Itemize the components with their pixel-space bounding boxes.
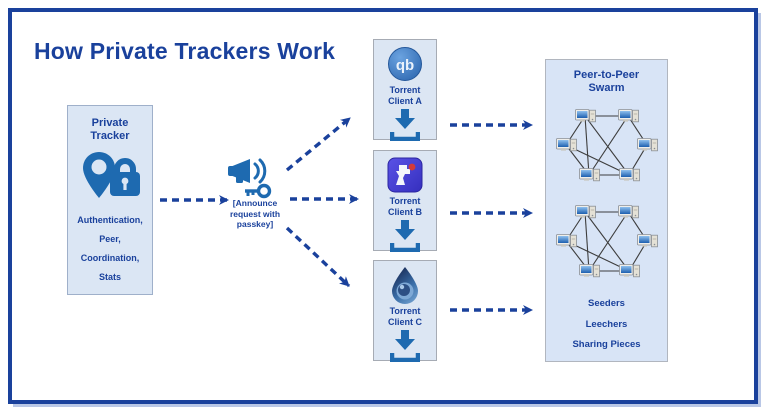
torrent-client-c-box: Torrent Client C — [373, 260, 437, 361]
download-icon — [390, 219, 420, 257]
client-b-label: Torrent Client B — [387, 196, 422, 217]
private-tracker-title: Private Tracker — [90, 117, 130, 142]
tracker-feature: Peer, — [99, 234, 121, 244]
torrent-client-a-box: qb Torrent Client A — [373, 39, 437, 140]
tracker-feature: Stats — [98, 272, 121, 282]
private-tracker-box: Private Tracker Authentication, Peer, Co… — [67, 105, 153, 295]
download-icon — [390, 108, 420, 146]
deluge-drop-logo-icon — [388, 267, 422, 304]
swarm-label: Leechers — [585, 318, 628, 330]
swarm-label: Sharing Pieces — [572, 339, 641, 350]
announce-label: [Announce request with passkey] — [229, 198, 281, 229]
qbittorrent-logo-icon: qb — [387, 46, 423, 82]
peer-network-cluster-1 — [549, 102, 664, 190]
download-icon — [390, 329, 420, 367]
page-title: How Private Trackers Work — [34, 38, 336, 64]
qb-logo-text: qb — [396, 57, 414, 74]
swarm-label: Seeders — [588, 298, 625, 309]
tracker-feature: Authentication, — [77, 215, 143, 225]
torrent-client-b-logo-icon — [387, 157, 423, 193]
location-pin-lock-icon — [68, 150, 152, 209]
p2p-swarm-box: Peer-to-Peer Swarm Seeders Leechers Shar… — [545, 59, 668, 362]
swarm-label-list: Seeders Leechers Sharing Pieces — [572, 298, 640, 360]
torrent-client-b-box: Torrent Client B — [373, 150, 437, 251]
megaphone-key-icon — [228, 155, 290, 206]
peer-network-cluster-2 — [549, 198, 664, 286]
tracker-feature: Coordination, — [80, 253, 140, 263]
client-a-label: Torrent Client A — [388, 85, 422, 106]
swarm-title: Peer-to-Peer Swarm — [573, 69, 640, 94]
tracker-feature-list: Authentication, Peer, Coordination, Stat… — [68, 215, 152, 282]
client-c-label: Torrent Client C — [387, 306, 422, 327]
